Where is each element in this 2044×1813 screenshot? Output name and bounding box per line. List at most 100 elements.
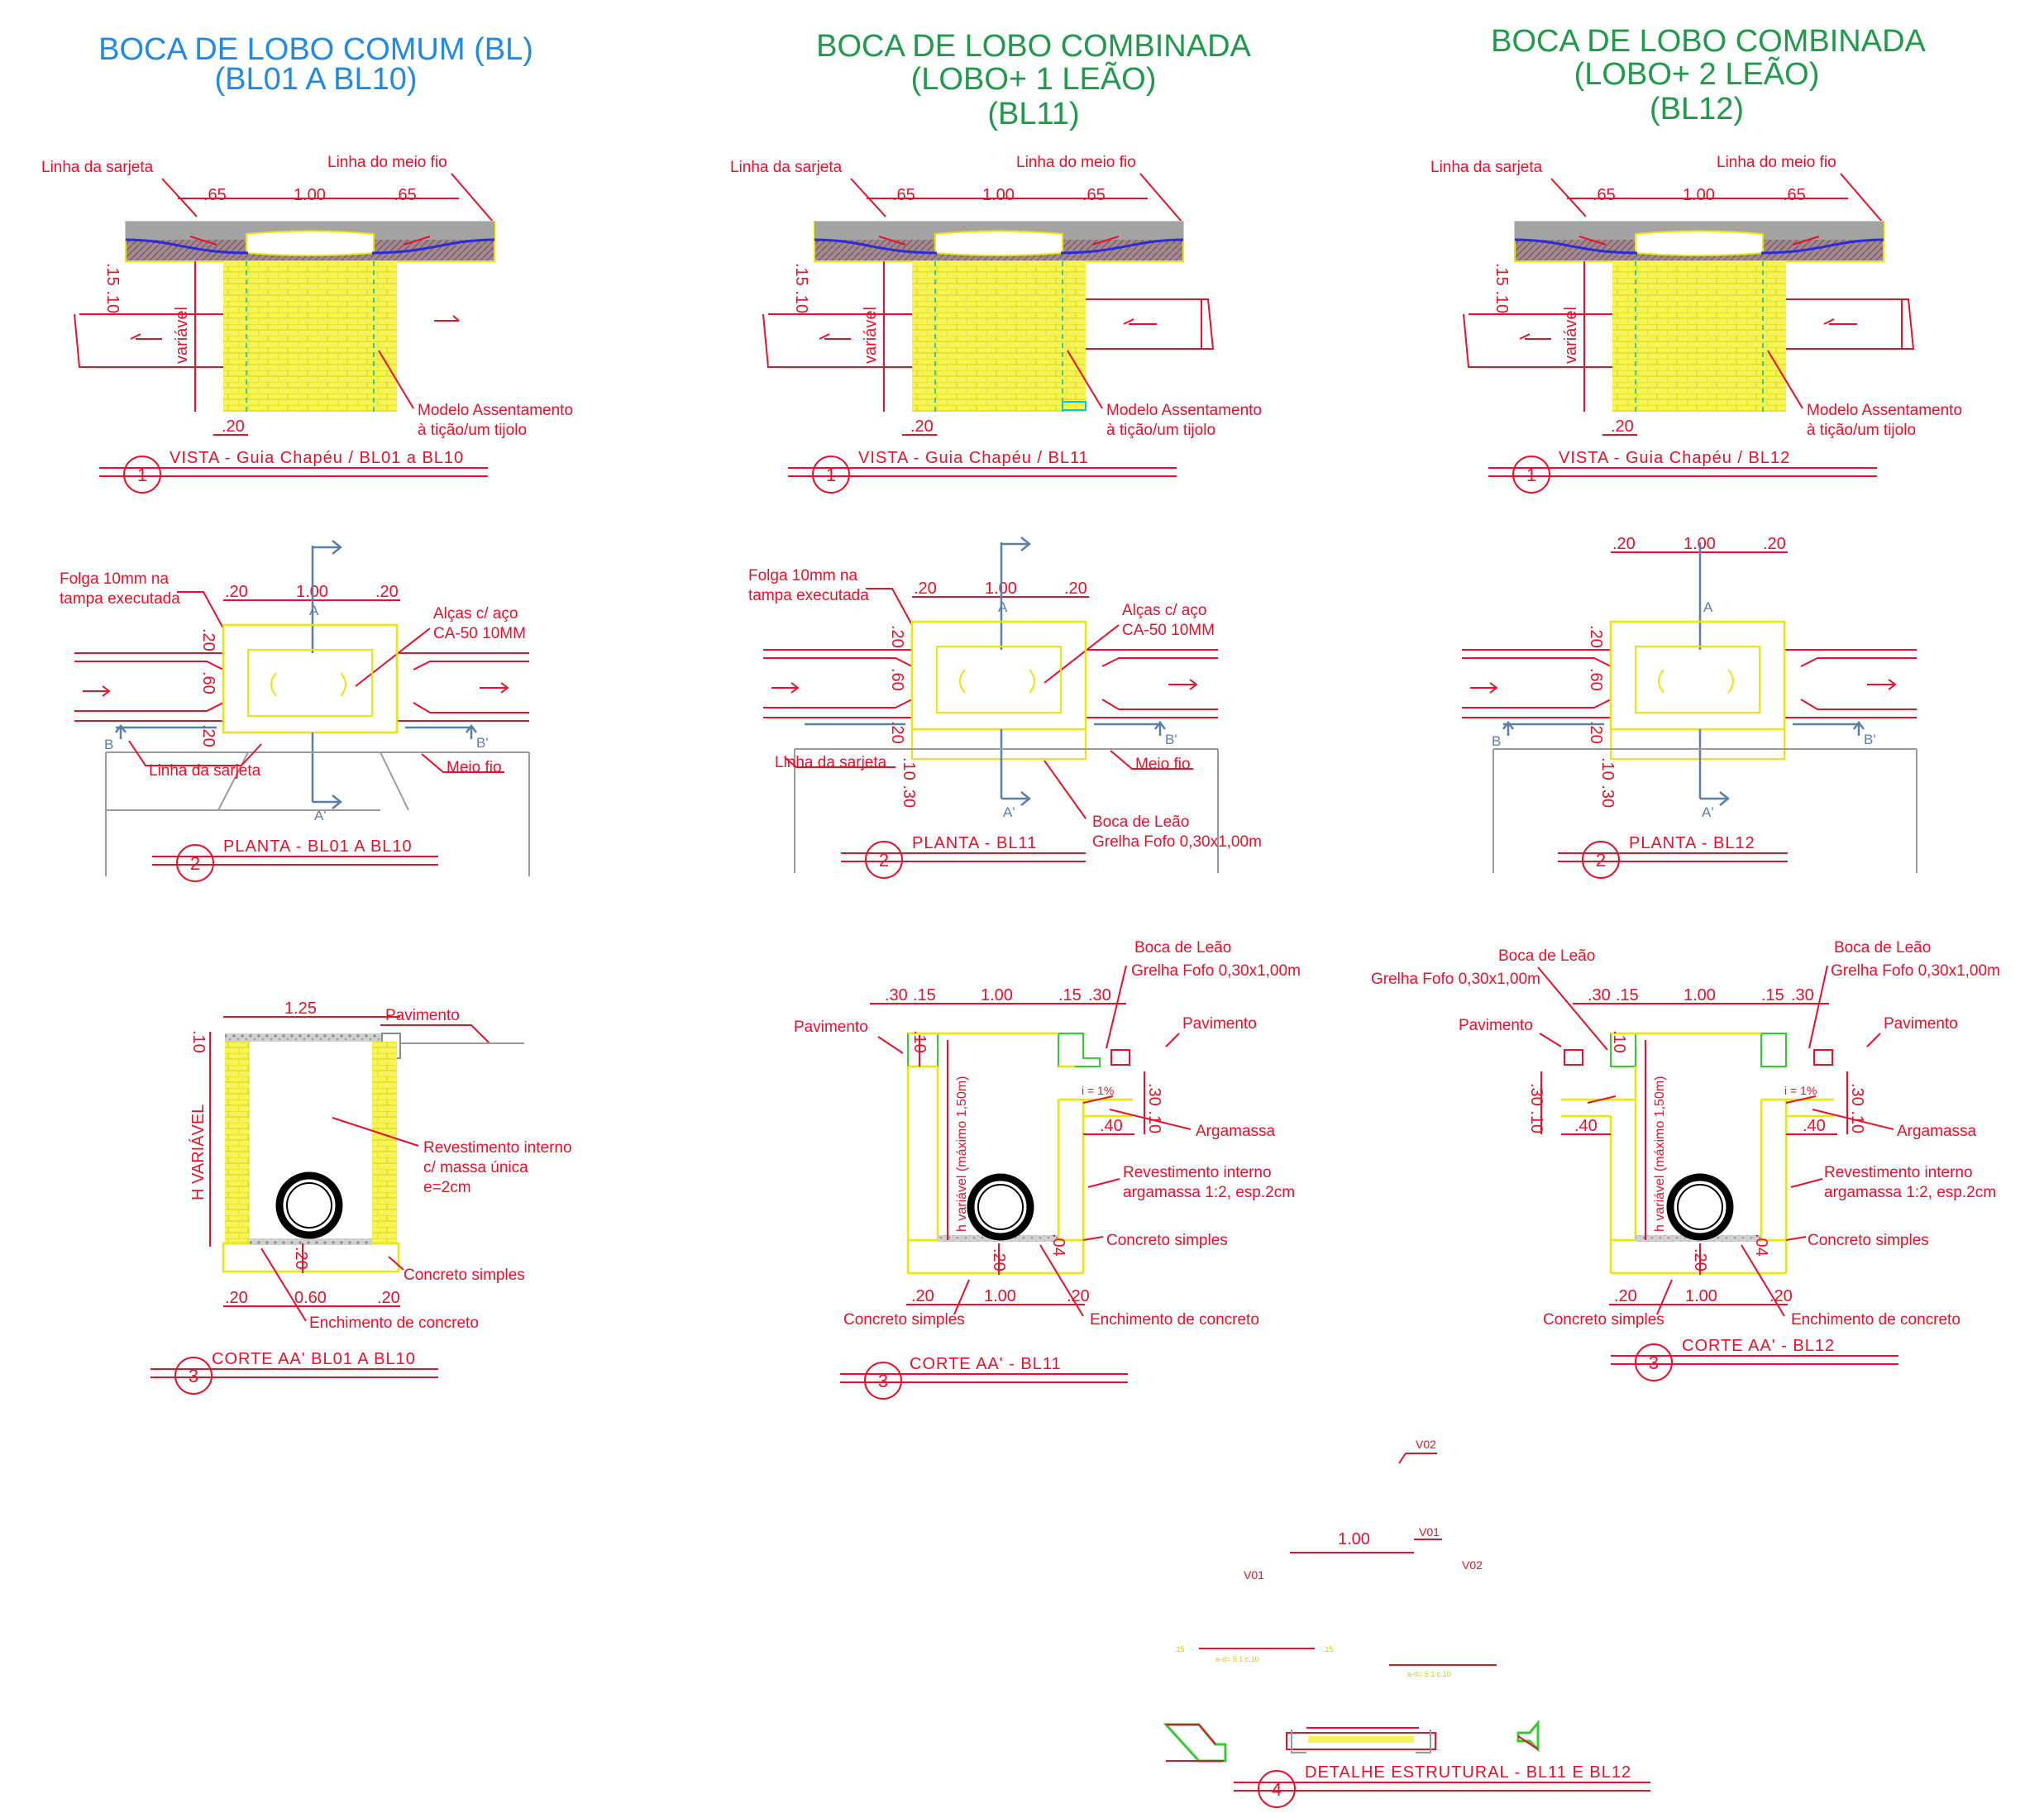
dim-text-vertical: .20 <box>1587 625 1605 648</box>
v02-label: V02 <box>1416 1438 1436 1451</box>
caption-number: 2 <box>879 850 889 871</box>
dim-text: .20 <box>1763 535 1786 553</box>
caption-underline <box>1558 852 1788 862</box>
curb-block-right <box>1813 1049 1833 1066</box>
leao-label: Boca de Leão <box>1134 939 1231 957</box>
slope-mark <box>1082 1095 1114 1104</box>
pipe-right <box>1786 298 1915 350</box>
dim-text: 1.00 <box>294 186 326 204</box>
tiny-annotation: .15 <box>1323 1645 1334 1653</box>
v01-left-label: V01 <box>1244 1568 1264 1582</box>
leao-label: Boca de Leão <box>1092 813 1189 831</box>
dim-text: .15 <box>1761 986 1784 1004</box>
variavel-label: variável <box>173 307 191 364</box>
masonry-wall <box>912 261 1086 412</box>
pavimento-label: Pavimento <box>1459 1017 1533 1034</box>
folga-label: tampa executada <box>60 590 180 608</box>
caption-text: VISTA - Guia Chapéu / BL11 <box>858 449 1089 467</box>
enchimento-label: Enchimento de concreto <box>1090 1311 1259 1329</box>
leader-line <box>1785 1236 1807 1241</box>
pavimento-label: Pavimento <box>385 1007 460 1024</box>
dim-text-vertical: .20 <box>1587 721 1605 744</box>
caption-bubble <box>1582 841 1620 879</box>
caption-text: CORTE AA' - BL12 <box>1682 1337 1835 1355</box>
meio-fio-label: Linha do meio fio <box>1717 154 1836 171</box>
revest-label: Revestimento interno <box>1824 1164 1973 1181</box>
dim-text: .40 <box>1574 1117 1597 1135</box>
dim-text: 0.60 <box>294 1289 327 1307</box>
leader-line <box>1067 350 1103 409</box>
leader-line <box>378 350 414 409</box>
slope-mark <box>1587 1095 1617 1104</box>
grate-outline <box>1610 728 1785 760</box>
slope-mark <box>878 236 1120 246</box>
section-label-a2: A' <box>1702 804 1714 820</box>
caption-bubble <box>174 1357 213 1395</box>
title-bl11: BOCA DE LOBO COMBINADA (LOBO+ 1 LEÃO) (B… <box>816 29 1251 131</box>
concreto-label: Concreto simples <box>404 1267 525 1284</box>
caption-text: PLANTA - BL01 A BL10 <box>223 837 413 856</box>
title-line: (BL01 A BL10) <box>214 62 417 97</box>
revest-label: e=2cm <box>423 1179 471 1196</box>
flow-arrow <box>1867 679 1897 690</box>
v02-right-label: V02 <box>1462 1558 1483 1572</box>
dim-text: 1.00 <box>1683 186 1715 204</box>
leader-line <box>380 1024 490 1044</box>
leader-line <box>1840 173 1883 222</box>
dim-text: .20 <box>911 1287 934 1305</box>
masonry-wall <box>223 261 397 412</box>
enchimento-label: Enchimento de concreto <box>1791 1311 1960 1329</box>
caption-text: DETALHE ESTRUTURAL - BL11 E BL12 <box>1305 1763 1631 1782</box>
pipe-right <box>397 652 529 722</box>
note-line: à tição/um tijolo <box>418 422 527 439</box>
slope-label: i = 1% <box>1784 1084 1817 1097</box>
flow-arrow <box>1519 333 1551 340</box>
note-line: à tição/um tijolo <box>1807 422 1916 439</box>
leader-line <box>1537 966 1608 1051</box>
dim-text-vertical: .15 .10 <box>1492 263 1511 313</box>
pipe-left <box>1462 649 1612 718</box>
inner-wall-line <box>246 261 375 412</box>
beam-fill <box>1308 1736 1414 1743</box>
caption-bubble <box>864 1362 902 1400</box>
leader-line <box>1082 1236 1104 1241</box>
revest-label: Revestimento interno <box>1123 1164 1272 1181</box>
section-label-b2: B' <box>476 735 489 751</box>
leader-line <box>1039 1244 1084 1317</box>
dim-text-vertical: .04 <box>1752 1233 1770 1257</box>
brick-detail <box>1062 401 1086 411</box>
dim-text: .65 <box>1783 186 1806 204</box>
dim-text: .30 <box>1791 986 1814 1004</box>
dim-text: 1.00 <box>1683 986 1716 1004</box>
planta-bl01-bl10: Folga 10mm na tampa executada .20 1.00 .… <box>60 540 530 882</box>
dim-text-vertical: .60 <box>199 671 217 694</box>
curb-lines <box>794 748 1219 873</box>
folga-label: Folga 10mm na <box>748 567 857 584</box>
dim-text: .65 <box>394 186 417 204</box>
dim-text: .40 <box>1100 1117 1123 1135</box>
flow-arrow <box>480 682 509 694</box>
caption-bubble <box>1258 1770 1296 1808</box>
section-label-a: A <box>998 599 1008 615</box>
caption-text: CORTE AA' BL01 A BL10 <box>212 1350 416 1368</box>
sarjeta-label: Linha da sarjeta <box>775 754 887 771</box>
dim-text: .20 <box>225 583 248 601</box>
leader-line <box>388 1256 404 1271</box>
dim-text: 1.00 <box>1338 1530 1370 1548</box>
gutter-line <box>125 238 495 255</box>
dim-text-vertical: .30 .10 <box>1145 1083 1163 1133</box>
dim-text: 1.00 <box>981 986 1013 1004</box>
flow-arrow <box>1823 318 1857 325</box>
pipe-left <box>74 652 224 722</box>
beam-section-right <box>1516 1719 1540 1753</box>
dim-text: .20 <box>914 580 937 598</box>
leader-line <box>1043 624 1120 684</box>
caption-number: 4 <box>1272 1779 1282 1800</box>
slope-mark <box>1578 236 1820 246</box>
leader-line <box>1741 1244 1785 1317</box>
dim-text-vertical: .60 <box>1587 668 1605 691</box>
concreto-left-label: Concreto simples <box>843 1311 965 1329</box>
concreto-right-label: Concreto simples <box>1106 1232 1228 1249</box>
caption-underline <box>1234 1782 1650 1792</box>
planta-bl11: Folga 10mm na tampa executada .20 1.00 .… <box>748 537 1262 879</box>
